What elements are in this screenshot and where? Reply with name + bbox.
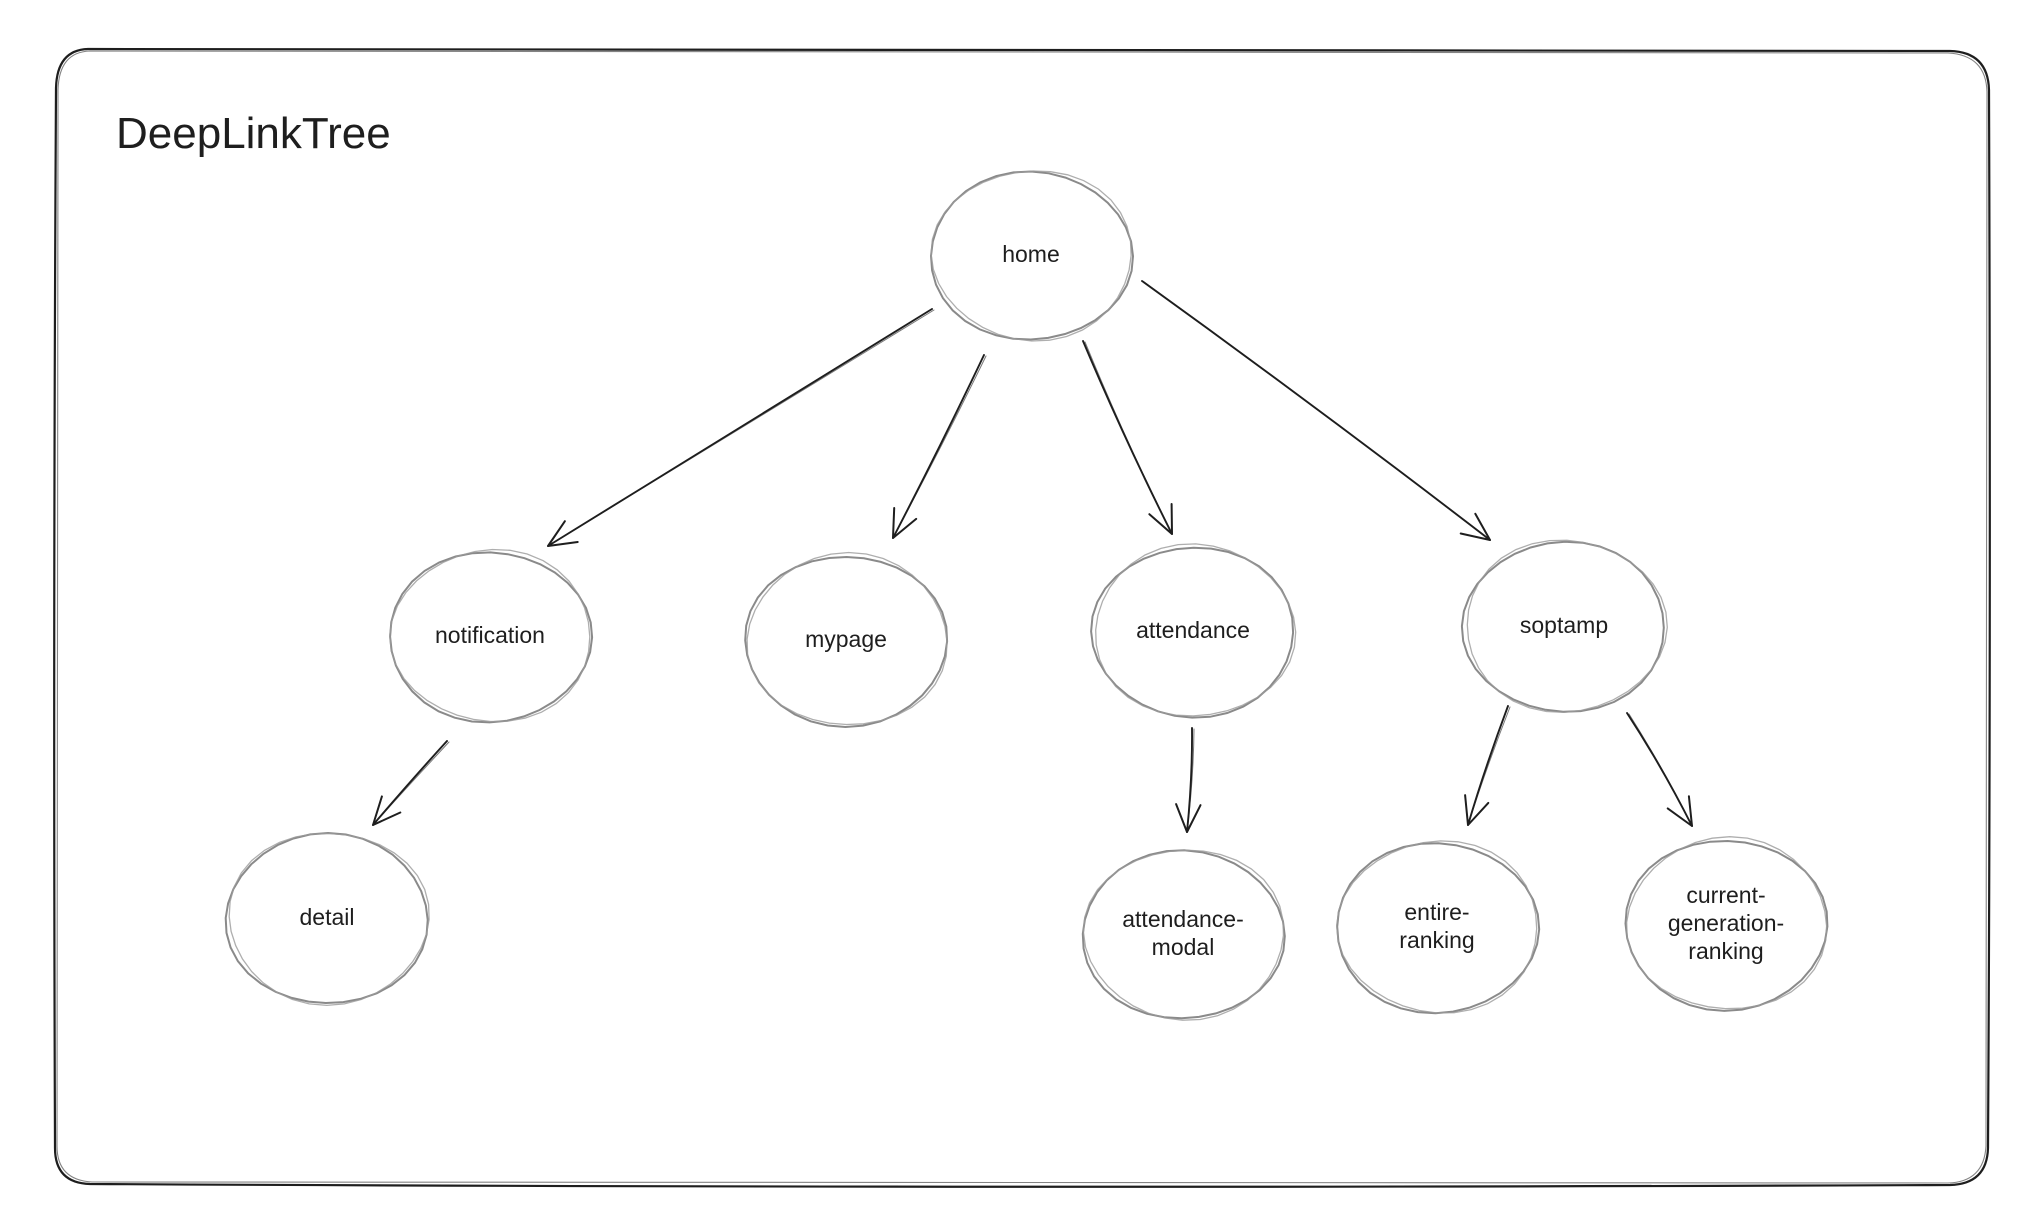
node-ellipse-pass bbox=[389, 548, 591, 723]
arrowhead-icon bbox=[1175, 803, 1202, 833]
diagram-title: DeepLinkTree bbox=[116, 109, 391, 158]
edge-line-pass bbox=[547, 309, 935, 547]
node-label: generation- bbox=[1668, 910, 1784, 936]
node-label: attendance bbox=[1136, 617, 1250, 643]
node-label: mypage bbox=[805, 626, 887, 652]
edge-line-pass bbox=[1628, 713, 1693, 827]
node-label: detail bbox=[300, 904, 355, 930]
node-soptamp[interactable]: soptamp bbox=[1460, 539, 1668, 713]
edge-home-to-attendance bbox=[1082, 340, 1173, 535]
edge-line bbox=[892, 354, 985, 539]
node-label: modal bbox=[1152, 934, 1215, 960]
nodes: home notification mypage attendance soptamp d… bbox=[224, 170, 1829, 1021]
node-attendance[interactable]: attendance bbox=[1090, 543, 1297, 719]
node-label: soptamp bbox=[1520, 612, 1608, 638]
edge-line-pass bbox=[1186, 728, 1195, 833]
arrowhead-icon bbox=[892, 507, 918, 539]
edge-home-to-mypage bbox=[892, 354, 987, 539]
edge-soptamp-to-entire-ranking bbox=[1464, 705, 1511, 826]
node-ellipse bbox=[744, 555, 949, 729]
node-ellipse-pass bbox=[1466, 539, 1668, 713]
arrowhead-icon bbox=[1464, 794, 1490, 826]
node-ellipse-pass bbox=[228, 832, 430, 1007]
node-mypage[interactable]: mypage bbox=[744, 551, 949, 729]
node-ellipse bbox=[389, 551, 594, 724]
node-entire-ranking[interactable]: entire-ranking bbox=[1336, 840, 1541, 1015]
node-label: attendance- bbox=[1122, 906, 1243, 932]
node-attendance-modal[interactable]: attendance-modal bbox=[1081, 849, 1286, 1021]
edge-line bbox=[1626, 712, 1693, 827]
node-label: ranking bbox=[1399, 927, 1474, 953]
node-ellipse bbox=[1624, 839, 1829, 1012]
node-detail[interactable]: detail bbox=[224, 831, 430, 1007]
edge-notification-to-detail bbox=[372, 740, 450, 826]
node-ellipse-pass bbox=[746, 551, 948, 726]
edge-line-pass bbox=[1143, 281, 1491, 541]
node-ellipse-pass bbox=[1082, 849, 1285, 1021]
edge-home-to-notification bbox=[547, 308, 935, 547]
arrowhead-icon bbox=[1148, 503, 1173, 535]
edge-soptamp-to-current-generation-ranking bbox=[1626, 712, 1693, 827]
node-ellipse-pass bbox=[1626, 836, 1828, 1010]
node-label: entire- bbox=[1404, 899, 1469, 925]
edge-line-pass bbox=[1084, 341, 1173, 535]
arrowhead-icon bbox=[1459, 512, 1491, 541]
edge-line-pass bbox=[1467, 706, 1511, 826]
edge-attendance-to-attendance-modal bbox=[1175, 727, 1202, 833]
node-home[interactable]: home bbox=[929, 170, 1135, 342]
arrowhead-icon bbox=[547, 520, 579, 547]
node-notification[interactable]: notification bbox=[389, 548, 594, 724]
node-ellipse-pass bbox=[1095, 543, 1297, 717]
node-current-generation-ranking[interactable]: current-generation-ranking bbox=[1624, 836, 1829, 1012]
edge-home-to-soptamp bbox=[1141, 280, 1491, 541]
edge-line bbox=[1141, 280, 1491, 541]
edges bbox=[372, 280, 1693, 833]
node-ellipse-pass bbox=[1336, 840, 1538, 1014]
node-ellipse-pass bbox=[930, 170, 1132, 342]
arrowhead-icon bbox=[372, 795, 402, 826]
arrowhead-icon bbox=[1666, 795, 1693, 827]
edge-line-pass bbox=[892, 355, 987, 539]
node-label: notification bbox=[435, 622, 545, 648]
node-label: current- bbox=[1686, 882, 1765, 908]
edge-line-pass bbox=[372, 741, 450, 826]
node-label: home bbox=[1002, 241, 1060, 267]
edge-line bbox=[1186, 727, 1193, 833]
node-label: ranking bbox=[1688, 938, 1763, 964]
